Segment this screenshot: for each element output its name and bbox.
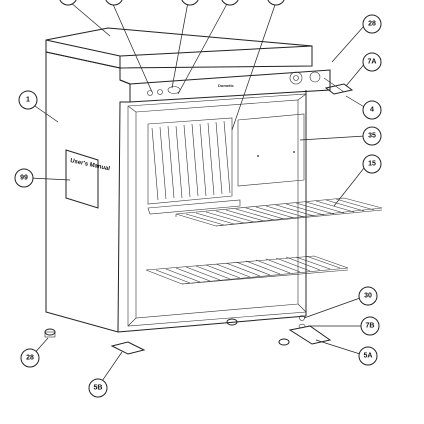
svg-text:1: 1 [26, 97, 30, 104]
callout-7a: 7A [362, 52, 382, 72]
svg-text:7A: 7A [368, 59, 377, 66]
svg-text:4: 4 [370, 107, 374, 114]
svg-text:99: 99 [20, 175, 28, 182]
callout-7b: 7B [360, 316, 380, 336]
callout-15: 15 [362, 154, 382, 174]
callout-4: 4 [362, 100, 382, 120]
evaporator-fins [147, 117, 241, 215]
thermostat-knob-icon [289, 71, 303, 85]
top-cover [45, 27, 313, 69]
manual-label: User's Manual [70, 158, 111, 172]
callout-99: 99 [14, 168, 34, 188]
callout-30: 30 [358, 286, 378, 306]
svg-text:35: 35 [368, 133, 376, 140]
svg-text:28: 28 [368, 21, 376, 28]
gas-knob-icon [309, 71, 321, 83]
selector-switch-icon [167, 86, 181, 94]
brand-label: Dometic [218, 83, 235, 88]
callout-1: 1 [18, 90, 38, 110]
svg-text:7B: 7B [366, 323, 375, 330]
callout-35: 35 [362, 126, 382, 146]
inner-cabinet [127, 93, 307, 327]
rear-cooling-plate [237, 113, 305, 187]
callout-28-top: 28 [362, 14, 382, 34]
svg-text:15: 15 [368, 161, 376, 168]
svg-text:5A: 5A [364, 353, 373, 360]
control-panel: Dometic [119, 69, 345, 103]
callout-5a: 5A [358, 346, 378, 366]
top-edge-callouts [59, 0, 285, 6]
indicator-light-icon [147, 90, 153, 96]
callout-5b: 5B [88, 378, 108, 398]
shelf-upper [175, 197, 383, 227]
callout-28-bottom: 28 [20, 348, 40, 368]
foot-parts [44, 83, 354, 355]
svg-text:28: 28 [26, 355, 34, 362]
svg-text:5B: 5B [94, 385, 103, 392]
leader-lines [29, 1, 367, 385]
svg-text:30: 30 [364, 293, 372, 300]
shelf-lower [145, 255, 349, 285]
users-manual: User's Manual [65, 149, 111, 209]
